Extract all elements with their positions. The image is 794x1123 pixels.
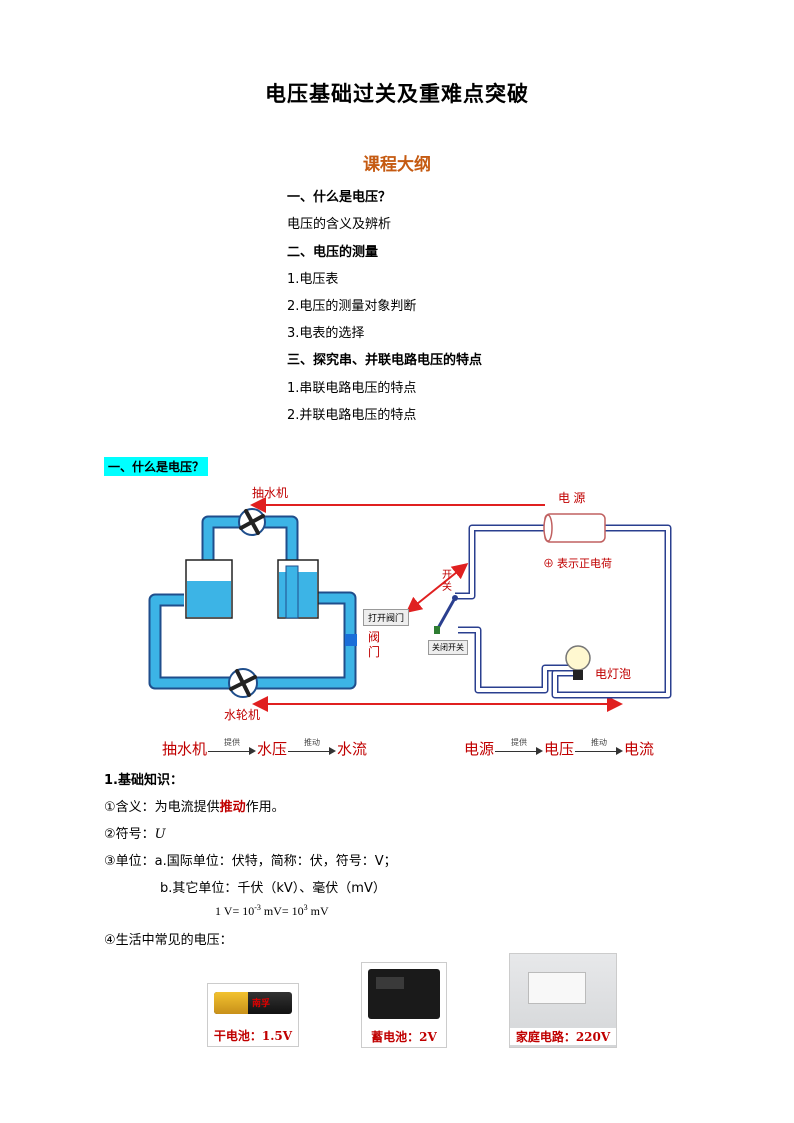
unit-line-b: b.其它单位：千伏（kV）、毫伏（mV） [160, 881, 386, 896]
chain-item: 电流 [624, 740, 655, 758]
arrow-icon: 推动 [575, 738, 624, 757]
lead-acid-battery-photo: 蓄电池：2V [361, 962, 447, 1048]
page-title: 电压基础过关及重难点突破 [265, 82, 529, 106]
wall-socket-icon [528, 972, 586, 1004]
electric-analogy-chain: 电源提供电压推动电流 [464, 738, 654, 759]
outline-item: 3.电表的选择 [287, 326, 365, 341]
dry-battery-photo: 南孚 干电池：1.5V [207, 983, 299, 1047]
common-voltage-line: ④生活中常见的电压： [104, 933, 233, 948]
chain-item: 水压 [257, 740, 288, 758]
photo-caption: 家庭电路：220V [510, 1028, 616, 1045]
outline-item: 1.电压表 [287, 272, 339, 287]
valve-label-1: 阀 [368, 630, 380, 644]
source-label: 电 源 [558, 491, 585, 505]
switch-icon [434, 595, 458, 634]
circuit-wires [455, 524, 672, 699]
diagonal-arrow [405, 563, 469, 613]
pump-label: 抽水机 [252, 486, 288, 500]
turbine-label: 水轮机 [224, 708, 260, 722]
unit-line-a: ③单位：a.国际单位：伏特，简称：伏，符号：V； [104, 854, 397, 869]
outline-item: 二、电压的测量 [287, 245, 379, 260]
arrow-icon: 提供 [495, 738, 544, 757]
switch-label-2: 关 [442, 580, 452, 593]
wall-socket-photo: 家庭电路：220V [509, 953, 617, 1048]
chain-item: 电压 [544, 740, 575, 758]
right-water-tank [277, 559, 319, 619]
conversion-line: 1 V= 10-3 mV= 103 mV [215, 903, 329, 918]
power-source-icon [543, 513, 606, 543]
close-switch-button[interactable]: 关闭开关 [428, 640, 468, 655]
dry-battery-icon: 南孚 [214, 992, 292, 1014]
light-bulb-icon [565, 645, 591, 680]
outline-heading: 课程大纲 [363, 155, 431, 175]
switch-label-1: 开 [442, 570, 452, 581]
arrow-icon: 提供 [208, 738, 257, 757]
chain-item: 电源 [464, 740, 495, 758]
pump-icon [238, 508, 266, 536]
photo-caption: 干电池：1.5V [213, 1029, 293, 1043]
emphasis-text: 推动 [219, 800, 246, 815]
outline-item: 2.电压的测量对象判断 [287, 299, 417, 314]
outline-item: 一、什么是电压？ [287, 190, 392, 205]
outline-item: 电压的含义及辨析 [287, 217, 392, 232]
arrow-icon: 推动 [288, 738, 337, 757]
valve-icon [345, 634, 357, 646]
outline-item: 2.并联电路电压的特点 [287, 408, 417, 423]
bulb-label: 电灯泡 [595, 667, 631, 681]
chain-item: 抽水机 [162, 740, 208, 758]
symbol-line: ②符号：U [104, 827, 166, 842]
turbine-icon [228, 668, 258, 698]
outline-item: 三、探究串、并联电路电压的特点 [287, 353, 483, 368]
section-heading: 一、什么是电压？ [104, 457, 209, 476]
water-pipes [148, 515, 357, 690]
water-circuit-analogy-diagram: 抽水机 水轮机 电 源 ⊕ 表示正电荷 开 关 阀 门 电灯泡 [148, 486, 672, 722]
open-valve-button[interactable]: 打开阀门 [363, 609, 410, 626]
valve-label-2: 门 [368, 644, 380, 659]
basics-heading: 1.基础知识： [104, 773, 183, 788]
water-analogy-chain: 抽水机提供水压推动水流 [162, 738, 367, 759]
photo-caption: 蓄电池：2V [371, 1030, 437, 1044]
charge-label: ⊕ 表示正电荷 [543, 556, 612, 570]
chain-item: 水流 [337, 740, 368, 758]
outline-item: 1.串联电路电压的特点 [287, 381, 417, 396]
left-water-tank [185, 559, 233, 619]
meaning-line: ①含义：为电流提供推动作用。 [104, 800, 285, 815]
lead-acid-battery-icon [368, 969, 440, 1019]
